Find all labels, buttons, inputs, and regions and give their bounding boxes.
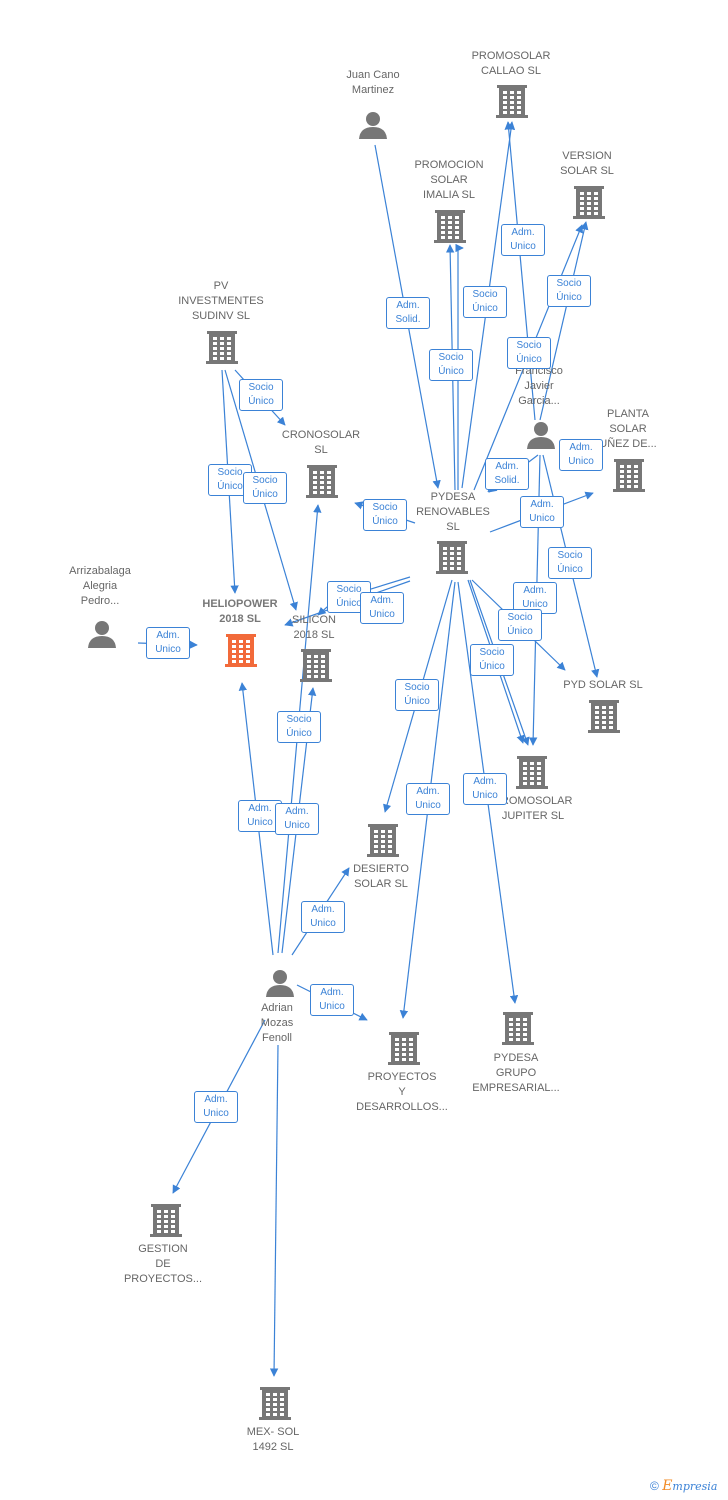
node-label-francisco[interactable]: Francisco Javier Garcia... [515,365,563,407]
building-icon[interactable] [259,1387,291,1420]
relationship-badge[interactable]: Socio Único [239,379,283,411]
node-label-pydesa[interactable]: PYDESA RENOVABLES SL [416,491,490,533]
building-icon[interactable] [573,186,605,219]
building-icon[interactable] [300,649,332,682]
relationship-badge[interactable]: Socio Único [463,286,507,318]
brand-logo-text: mpresia [672,1480,718,1493]
copyright-symbol: © [650,1479,659,1493]
building-icon[interactable] [496,85,528,118]
relationship-badge[interactable]: Adm. Unico [194,1091,238,1123]
relationship-badge[interactable]: Socio Único [547,275,591,307]
node-label-imalia[interactable]: PROMOCION SOLAR IMALIA SL [414,159,484,201]
building-icon[interactable] [388,1032,420,1065]
relationship-edge [504,121,536,421]
relationship-badge[interactable]: Adm. Unico [310,984,354,1016]
building-icon[interactable] [150,1204,182,1237]
building-icon[interactable] [502,1012,534,1045]
relationship-badge[interactable]: Socio Único [470,644,514,676]
building-icon[interactable] [367,824,399,857]
building-icon[interactable] [613,459,645,492]
building-icon[interactable] [588,700,620,733]
node-label-arrizabalaga[interactable]: Arrizabalaga Alegria Pedro... [69,565,131,607]
relationship-badge[interactable]: Adm. Solid. [485,458,529,490]
relationship-badge[interactable]: Socio Único [395,679,439,711]
relationship-badge[interactable]: Adm. Unico [520,496,564,528]
relationship-badge[interactable]: Adm. Unico [275,803,319,835]
relationship-badge[interactable]: Socio Único [429,349,473,381]
node-label-gestion[interactable]: GESTION DE PROYECTOS... [123,1243,203,1285]
person-icon[interactable] [359,112,387,139]
relationship-badge[interactable]: Adm. Unico [463,773,507,805]
relationship-badge[interactable]: Adm. Unico [146,627,190,659]
node-label-grupo[interactable]: PYDESA GRUPO EMPRESARIAL... [472,1052,560,1094]
node-label-proyectos[interactable]: PROYECTOS Y DESARROLLOS... [356,1071,448,1113]
relationship-badge[interactable]: Socio Único [363,499,407,531]
relationship-badge[interactable]: Socio Único [498,609,542,641]
node-label-planta[interactable]: PLANTA SOLAR UÑEZ DE... [599,408,657,450]
relationship-badge[interactable]: Adm. Unico [559,439,603,471]
node-label-cronosolar[interactable]: CRONOSOLAR SL [281,429,361,456]
relationship-edge [269,1044,279,1377]
relationship-badge[interactable]: Socio Único [507,337,551,369]
relationship-badge[interactable]: Adm. Unico [301,901,345,933]
relationship-badge[interactable]: Adm. Unico [406,783,450,815]
node-label-silicon[interactable]: SILICON 2018 SL [291,614,336,641]
relationship-badge[interactable]: Socio Único [243,472,287,504]
building-icon[interactable] [434,210,466,243]
relationship-badge[interactable]: Adm. Solid. [386,297,430,329]
relationship-badge[interactable]: Adm. Unico [501,224,545,256]
building-icon[interactable] [206,331,238,364]
building-icon[interactable] [306,465,338,498]
node-label-jupiter[interactable]: PROMOSOLAR JUPITER SL [493,795,573,822]
relationship-edge [455,243,464,490]
node-label-mex[interactable]: MEX- SOL 1492 SL [246,1426,300,1453]
brand-footer: © Empresia [650,1478,717,1494]
relationship-badge[interactable]: Socio Único [548,547,592,579]
person-icon[interactable] [88,621,116,648]
brand-logo-initial: E [662,1478,673,1494]
relationship-badge[interactable]: Adm. Unico [360,592,404,624]
node-label-version[interactable]: VERSION SOLAR SL [560,150,614,177]
relationship-badge[interactable]: Socio Único [277,711,321,743]
node-label-pydsolar[interactable]: PYD SOLAR SL [563,679,643,691]
node-label-juan[interactable]: Juan Cano Martinez [346,69,400,96]
person-icon[interactable] [527,422,555,449]
node-label-adrian[interactable]: Adrian Mozas Fenoll [260,1002,294,1044]
building-icon[interactable] [225,634,257,667]
relationship-edge [539,221,589,421]
node-label-desierto[interactable]: DESIERTO SOLAR SL [353,863,409,890]
building-icon[interactable] [516,756,548,789]
icons-layer [88,85,645,1420]
person-icon[interactable] [266,970,294,997]
node-label-heliopower[interactable]: HELIOPOWER 2018 SL [202,598,278,625]
node-label-pv[interactable]: PV INVESTMENTES SUDINV SL [178,280,264,322]
relationship-badge[interactable]: Adm. Unico [513,582,557,614]
node-label-callao[interactable]: PROMOSOLAR CALLAO SL [471,50,551,77]
building-icon[interactable] [436,541,468,574]
